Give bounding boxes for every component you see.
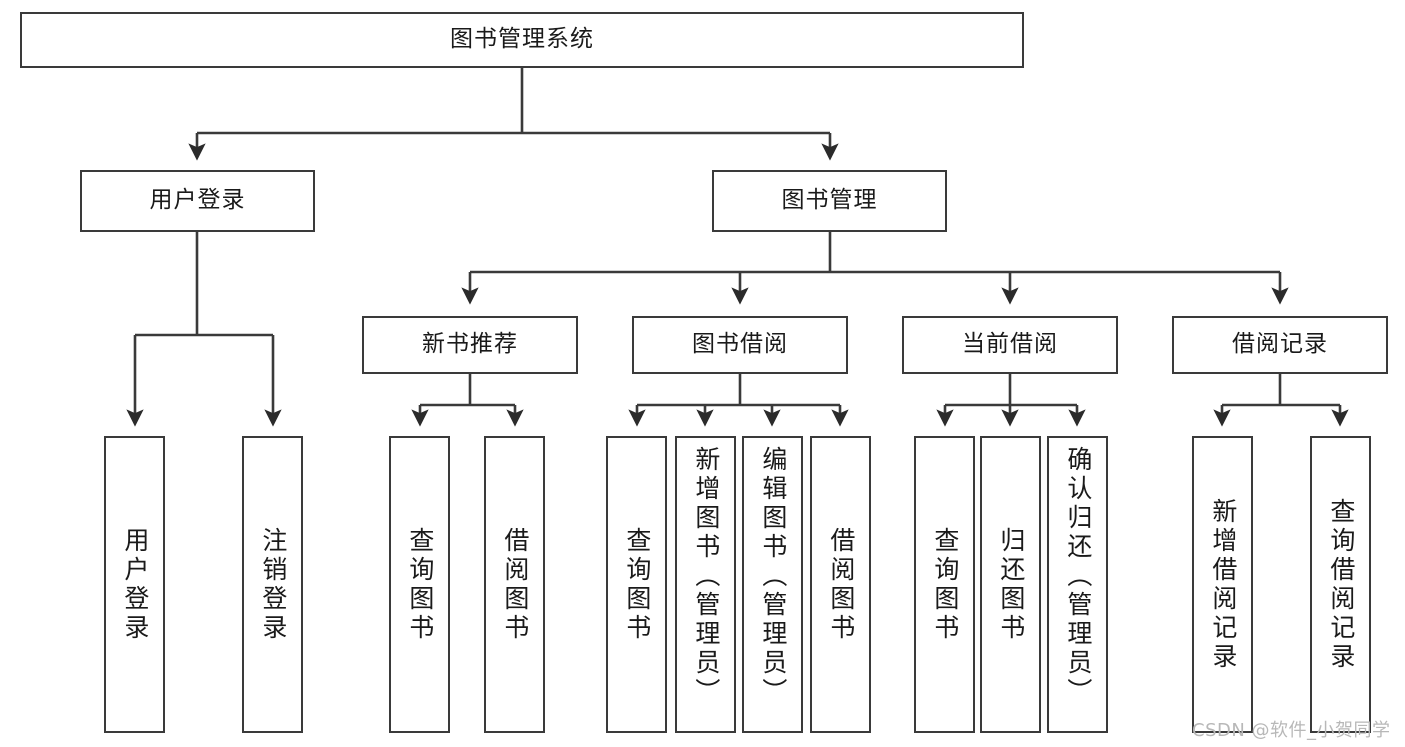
- node-leaf-confirm-return[interactable]: 确认归还（管理员）: [1047, 436, 1108, 733]
- node-leaf-borrow-book-2[interactable]: 借阅图书: [810, 436, 871, 733]
- node-current-borrow[interactable]: 当前借阅: [902, 316, 1118, 374]
- node-leaf-add-book[interactable]: 新增图书（管理员）: [675, 436, 736, 733]
- node-leaf-edit-book[interactable]: 编辑图书（管理员）: [742, 436, 803, 733]
- node-leaf-user-login[interactable]: 用户登录: [104, 436, 165, 733]
- node-root-system[interactable]: 图书管理系统: [20, 12, 1024, 68]
- node-leaf-borrow-book-1[interactable]: 借阅图书: [484, 436, 545, 733]
- node-leaf-query-book-1[interactable]: 查询图书: [389, 436, 450, 733]
- node-borrow-record[interactable]: 借阅记录: [1172, 316, 1388, 374]
- node-leaf-add-record[interactable]: 新增借阅记录: [1192, 436, 1253, 733]
- node-book-manage[interactable]: 图书管理: [712, 170, 947, 232]
- csdn-watermark: CSDN @软件_小贺同学: [1192, 720, 1391, 741]
- node-leaf-query-book-2[interactable]: 查询图书: [606, 436, 667, 733]
- node-leaf-logout[interactable]: 注销登录: [242, 436, 303, 733]
- node-leaf-return-book[interactable]: 归还图书: [980, 436, 1041, 733]
- node-leaf-query-book-3[interactable]: 查询图书: [914, 436, 975, 733]
- node-user-login[interactable]: 用户登录: [80, 170, 315, 232]
- node-book-borrow[interactable]: 图书借阅: [632, 316, 848, 374]
- node-new-book-rec[interactable]: 新书推荐: [362, 316, 578, 374]
- node-leaf-query-record[interactable]: 查询借阅记录: [1310, 436, 1371, 733]
